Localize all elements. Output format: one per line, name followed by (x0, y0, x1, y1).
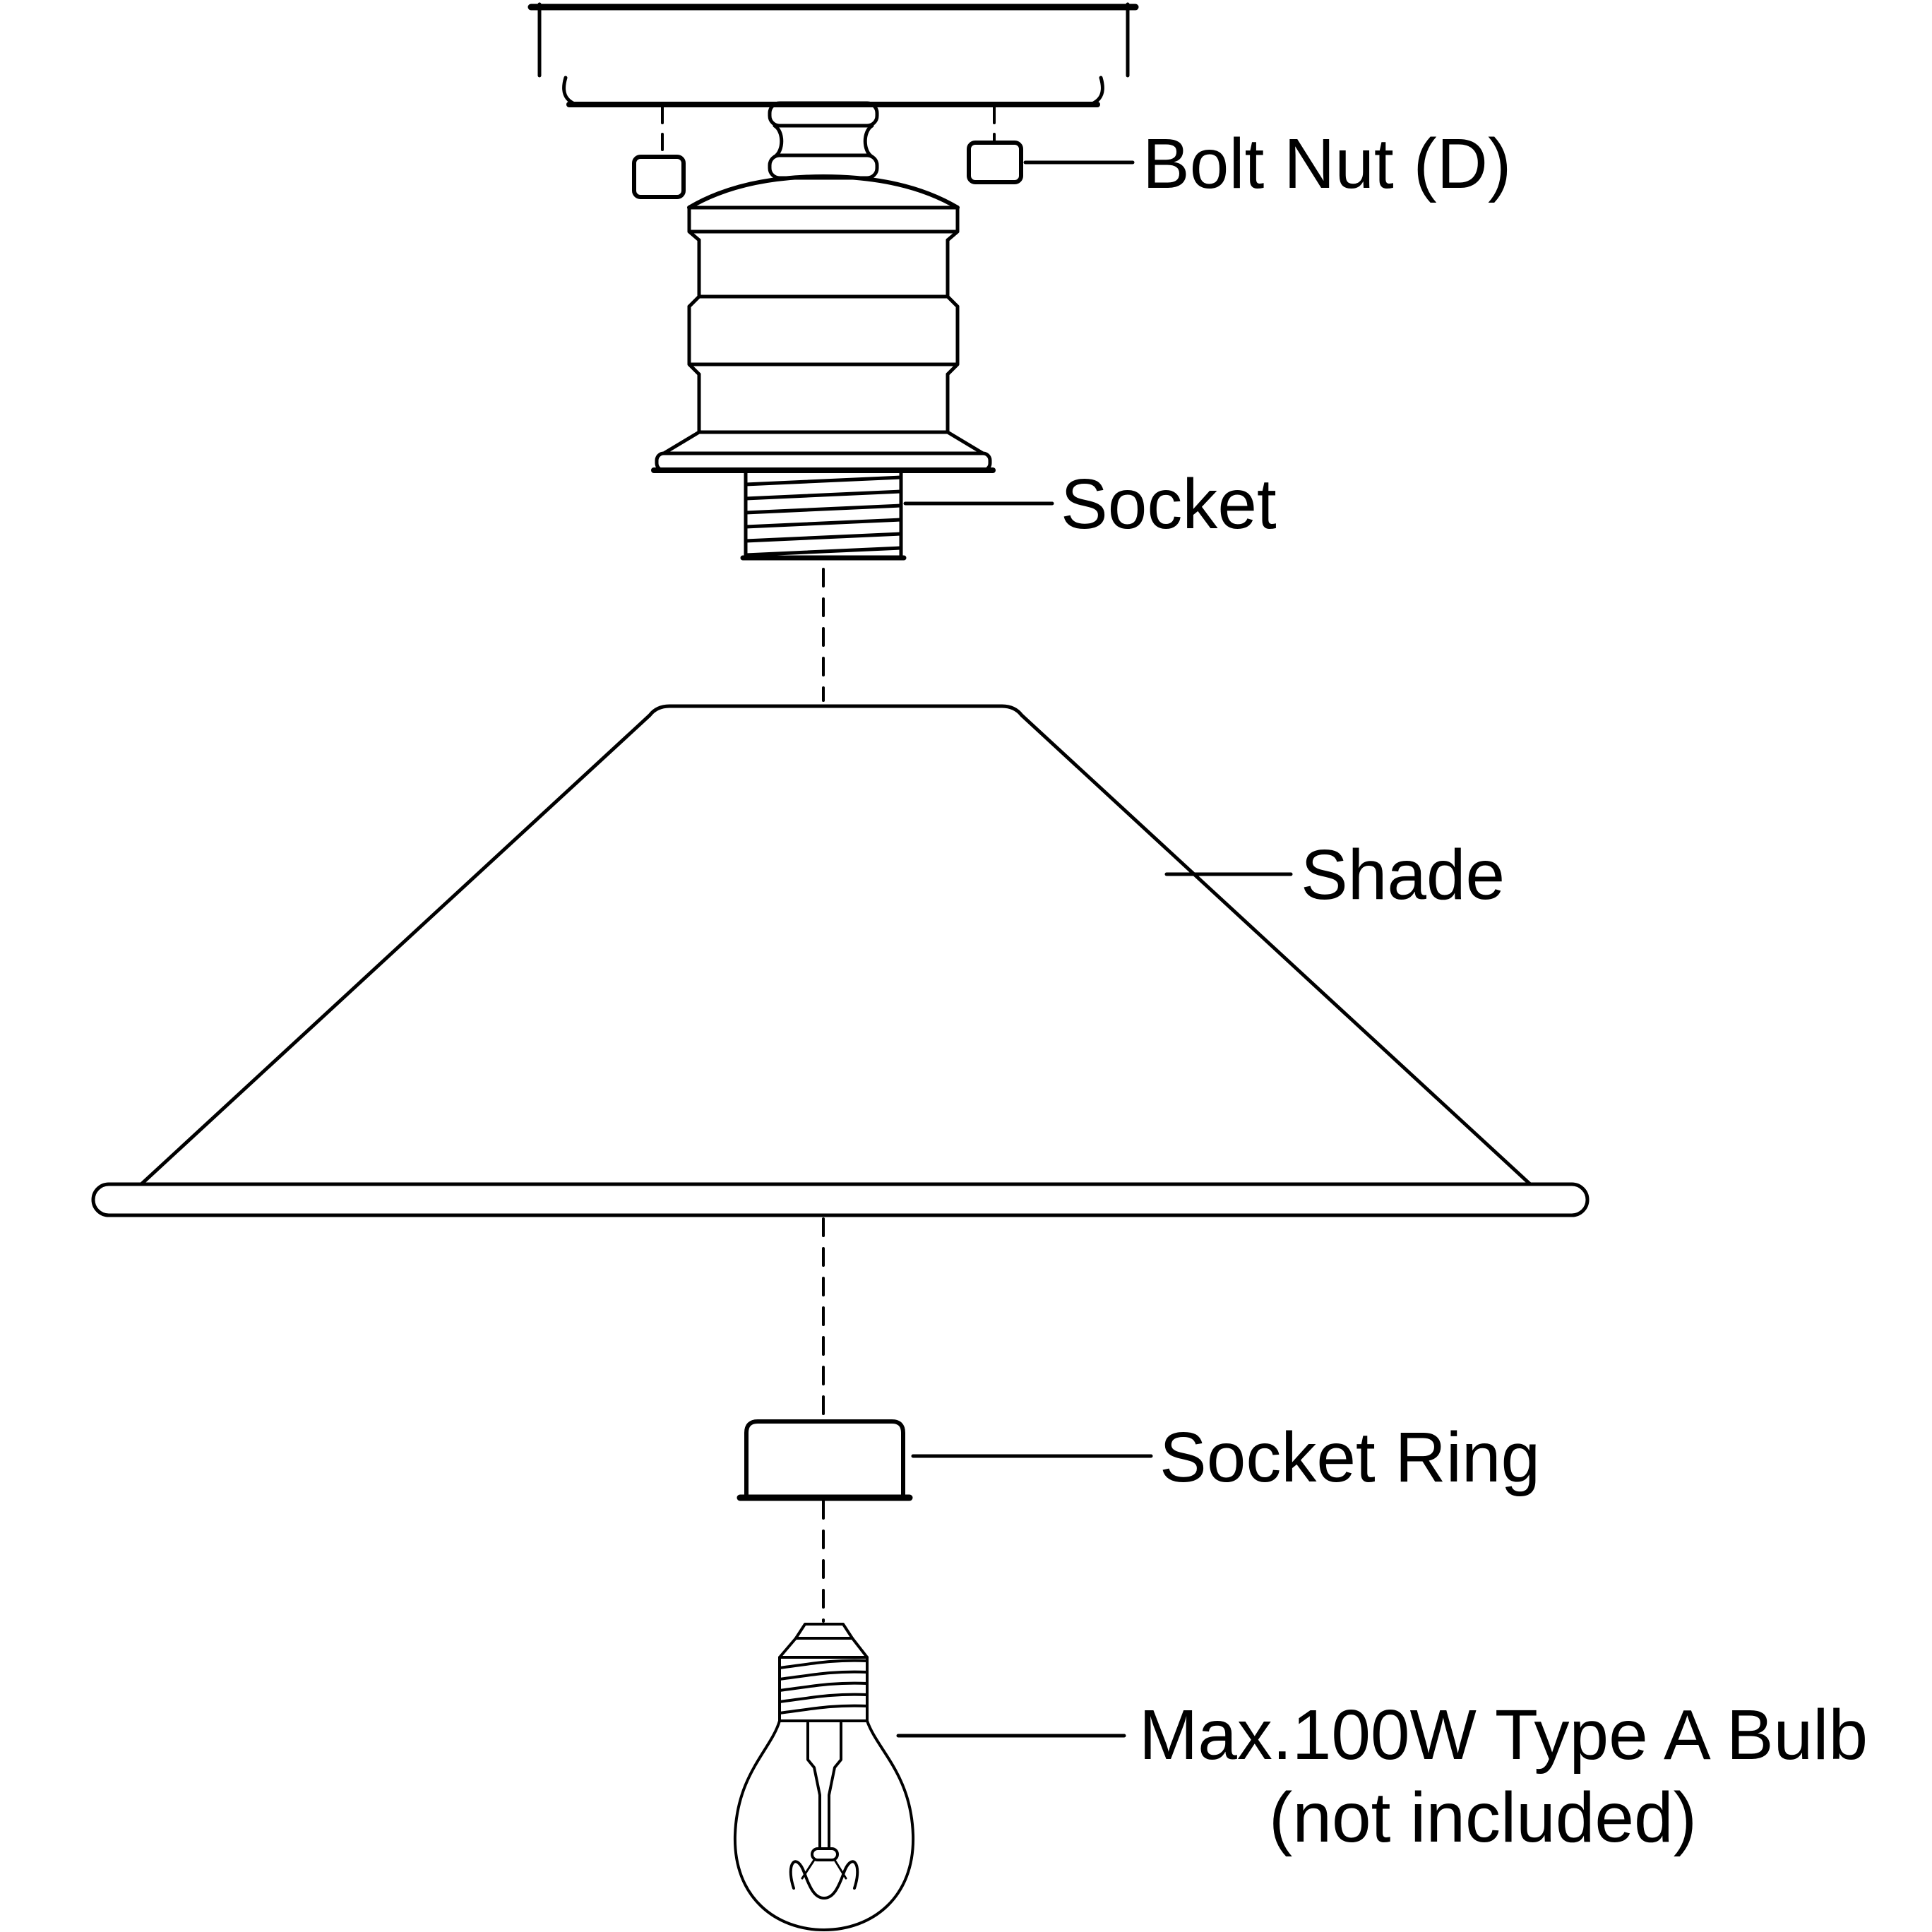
label-shade: Shade (1301, 835, 1505, 914)
shade-rim (91, 1182, 1590, 1217)
bulb-filament-leads (801, 1859, 847, 1880)
bulb-cap-shoulder (778, 1637, 869, 1659)
label-socket: Socket (1061, 465, 1277, 544)
finial-neck (773, 124, 874, 159)
socket-skirt-flare (662, 430, 985, 455)
socket-assembly (651, 101, 996, 473)
light-bulb (733, 1623, 915, 1931)
socket-ring-body (744, 1419, 905, 1500)
label-socket-ring: Socket Ring (1159, 1418, 1540, 1497)
canopy-sides (537, 2, 1130, 78)
nipple-threads (744, 475, 903, 557)
canopy-rim (562, 76, 1104, 107)
socket-cylinder-mid (687, 238, 960, 309)
bulb-filament-anchor (811, 1847, 839, 1861)
socket-band-lower (687, 304, 960, 376)
bolt-nut-right-group (967, 106, 1023, 184)
bolt-nut-right (967, 141, 1023, 184)
label-bulb-line1: Max.100W Type A Bulb (1139, 1695, 1868, 1775)
canopy-plate (527, 2, 1139, 107)
shade-cone (139, 704, 1532, 1186)
label-bolt-nut: Bolt Nut (D) (1143, 124, 1511, 203)
bulb-glass-globe (733, 1719, 915, 1931)
bulb-tip-cap (794, 1623, 854, 1640)
socket-band-upper (687, 205, 960, 242)
bolt-nut-left-group (632, 106, 686, 199)
bulb-filament-coil (789, 1860, 859, 1900)
socket-base-cylinder (697, 372, 950, 434)
labels: Bolt Nut (D) Socket Shade Socket Ring Ma… (1061, 124, 1868, 1857)
label-bulb-line2: (not included) (1269, 1778, 1697, 1857)
bulb-threads (778, 1659, 869, 1715)
threaded-nipple (740, 468, 907, 561)
socket-ring (737, 1419, 913, 1501)
bolt-nut-left (632, 155, 686, 199)
leader-lines (896, 160, 1293, 1738)
shade (91, 704, 1590, 1217)
bulb-stem-supports (806, 1722, 842, 1850)
finial-cap (768, 101, 879, 128)
socket-dome (687, 174, 960, 210)
